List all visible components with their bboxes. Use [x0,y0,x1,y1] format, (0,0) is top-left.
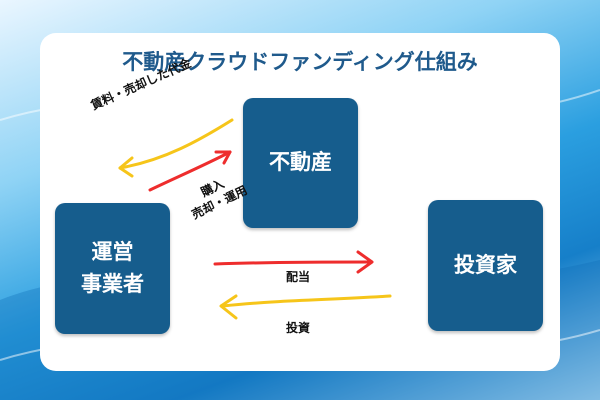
node-operator-label-line1: 運営 [91,240,134,264]
node-investor-label: 投資家 [454,252,517,277]
node-real-estate-label: 不動産 [269,150,332,175]
node-real-estate: 不動産 [243,98,358,228]
edge-label-dividend: 配当 [286,270,311,284]
diagram-title: 不動産クラウドファンディング仕組み [122,50,478,74]
node-operator: 運営 事業者 [55,203,170,334]
node-operator-label-line2: 事業者 [81,271,144,296]
edge-label-investment: 投資 [286,321,311,335]
node-investor: 投資家 [428,200,543,331]
